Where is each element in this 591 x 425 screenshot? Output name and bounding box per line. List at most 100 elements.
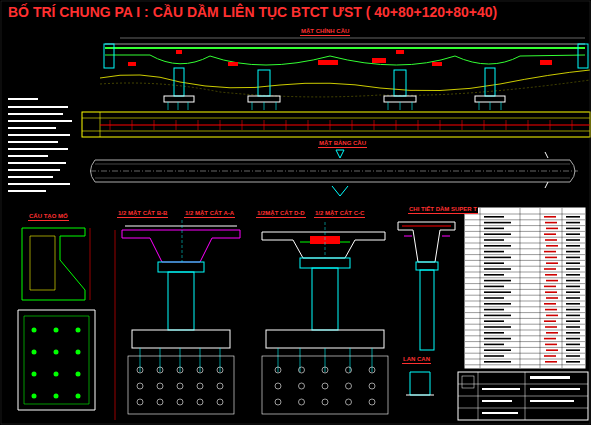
table-rule [465,295,585,296]
quantity-table [465,208,585,368]
tick [484,120,485,130]
table-value-bar [546,315,558,317]
tick [396,120,397,130]
table-value-bar [544,338,556,340]
view-title: MẶT CHÍNH CẦU [300,28,350,36]
table-rule [465,324,585,325]
table-value-bar [566,291,580,293]
table-rule [465,243,585,244]
table-rule [465,231,585,232]
table-value-bar [566,239,580,241]
pile-circle [299,383,305,389]
pile-dot [76,328,81,333]
table-text-bar [484,280,511,282]
table-rule [465,272,585,273]
title-block [458,372,588,420]
pile-dot [32,328,37,333]
pile-circle [346,383,352,389]
table-text-bar [484,344,504,346]
pier-section-2 [262,222,388,414]
pile-circle [369,399,375,405]
table-rule [465,237,585,238]
pile-circle [369,383,375,389]
tick [220,120,221,130]
table-rule [465,254,585,255]
table-value-bar [544,251,556,253]
drawing-title: BỐ TRÍ CHUNG PA I : CẦU DẦM LIÊN TỤC BTC… [8,5,497,20]
table-rule [465,359,585,360]
table-text-bar [484,361,511,363]
table-rule [465,312,585,313]
pile-circle [369,367,375,373]
tick [440,120,441,130]
pile-circle [322,383,328,389]
pile-dot [32,372,37,377]
pier-section-1 [115,220,240,420]
table-value-bar [546,280,558,282]
table-rule [465,318,585,319]
table-rule [465,353,585,354]
super-t-detail [398,222,455,395]
tick [308,120,309,130]
tick [330,120,331,130]
section-title: 1/2MẶT CẮT D-D [256,210,306,218]
table-text-bar [484,332,504,334]
pile-circle [275,399,281,405]
table-text-bar [484,326,511,328]
pile-circle [157,399,163,405]
table-text-bar [484,286,504,288]
tick [242,120,243,130]
pile-dot [32,394,37,399]
table-value-bar [566,326,580,328]
tick [176,120,177,130]
table-value-bar [566,344,580,346]
table-value-bar [566,297,580,299]
table-value-bar [546,228,558,230]
table-text-bar [484,245,511,247]
table-rule [465,283,585,284]
table-text-bar [484,291,511,293]
table-text-bar [484,309,504,311]
table-text-bar [484,239,504,241]
tick [352,120,353,130]
table-value-bar [545,309,557,311]
table-rule [465,225,585,226]
table-rule [465,301,585,302]
table-value-bar [544,355,556,357]
plan-view [90,150,578,196]
table-rule [465,289,585,290]
table-value-bar [566,245,580,247]
table-text-bar [484,228,504,230]
profile-table [82,112,590,137]
pile-dot [54,394,59,399]
pile-dot [54,328,59,333]
table-value-bar [546,245,558,247]
tick [132,120,133,130]
table-value-bar [566,228,580,230]
pile-circle [197,367,203,373]
table-rule [465,248,585,249]
table-rule [465,335,585,336]
table-value-bar [544,268,556,270]
table-value-bar [566,355,580,357]
table-text-bar [484,349,511,351]
table-text-bar [484,297,504,299]
notes-block [8,98,72,192]
pile-dot [32,350,37,355]
table-value-bar [566,268,580,270]
pile-circle [137,367,143,373]
tick [264,120,265,130]
table-value-bar [566,274,580,276]
table-value-bar [545,239,557,241]
tick [374,120,375,130]
table-rule [465,214,585,215]
pile-circle [217,383,223,389]
table-value-bar [566,320,580,322]
tick [154,120,155,130]
table-value-bar [546,297,558,299]
table-value-bar [544,303,556,305]
table-rule [465,347,585,348]
table-value-bar [566,315,580,317]
table-value-bar [566,309,580,311]
table-value-bar [566,233,580,235]
